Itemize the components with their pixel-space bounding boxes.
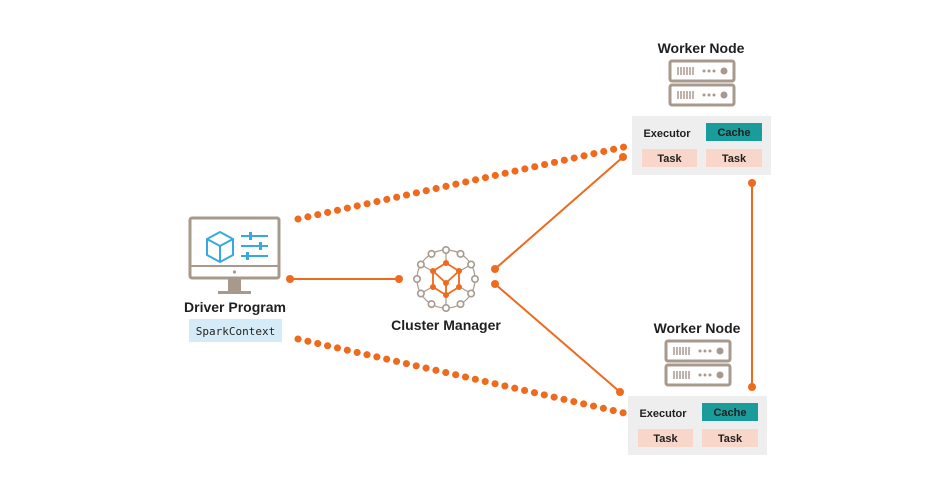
task-label: Task xyxy=(657,153,682,165)
cache-box xyxy=(706,123,762,141)
worker-node-top: Worker Node Executor Cache Task xyxy=(632,40,771,175)
cache-box xyxy=(702,403,758,421)
network-node-dot xyxy=(427,300,436,309)
cluster-manager: Cluster Manager xyxy=(391,245,501,333)
cluster-manager-title: Cluster Manager xyxy=(391,317,501,333)
connector-endpoint xyxy=(748,383,756,391)
server-rack-icon xyxy=(664,339,732,387)
connector-endpoint xyxy=(748,179,756,187)
task-box xyxy=(702,429,758,447)
connector-cluster-manager-bottom-worker xyxy=(494,283,621,393)
cache-label: Cache xyxy=(713,407,746,419)
task-label: Task xyxy=(722,153,747,165)
network-node-dot xyxy=(470,274,479,284)
spark-context-label: SparkContext xyxy=(196,325,275,338)
dotted-connector-driver-top-worker xyxy=(294,143,628,223)
network-node-dot xyxy=(456,249,465,258)
network-node-dot xyxy=(467,289,476,298)
network-graph-icon xyxy=(412,245,479,312)
worker-node-bottom: Worker Node Executor Cache Task xyxy=(628,320,767,455)
connector-endpoint xyxy=(491,280,499,288)
connector-endpoint xyxy=(491,265,499,273)
connector-endpoint xyxy=(616,388,624,396)
dotted-connector-driver-bottom-worker xyxy=(294,335,628,417)
connector-endpoint xyxy=(395,275,403,283)
monitor-icon xyxy=(188,216,281,294)
worker-node-bottom-title: Worker Node xyxy=(654,320,741,336)
network-node-dot xyxy=(456,300,465,309)
driver-program-title: Driver Program xyxy=(184,299,286,315)
connectors xyxy=(286,143,756,417)
driver-program: Driver Program SparkContext xyxy=(184,216,286,342)
executor-label: Executor xyxy=(639,408,687,420)
cube-icon xyxy=(206,231,234,263)
spark-context-box xyxy=(189,319,282,342)
task-box xyxy=(706,149,762,167)
task-label: Task xyxy=(653,433,678,445)
cache-label: Cache xyxy=(717,127,750,139)
network-node-dot xyxy=(416,260,425,269)
executor-label: Executor xyxy=(643,128,691,140)
connector-endpoint xyxy=(619,153,627,161)
network-node-dot xyxy=(441,303,451,312)
network-node-dot xyxy=(441,245,451,254)
network-node-dot xyxy=(412,274,421,284)
connector-cluster-manager-top-worker xyxy=(494,156,624,270)
task-box xyxy=(642,149,697,167)
task-box xyxy=(638,429,693,447)
network-node-dot xyxy=(427,249,436,258)
task-label: Task xyxy=(718,433,743,445)
server-rack-icon xyxy=(668,59,736,107)
worker-node-top-title: Worker Node xyxy=(658,40,745,56)
sliders-icon xyxy=(241,235,268,257)
network-node-dot xyxy=(416,289,425,298)
connector-endpoint xyxy=(286,275,294,283)
network-node-dot xyxy=(467,260,476,269)
